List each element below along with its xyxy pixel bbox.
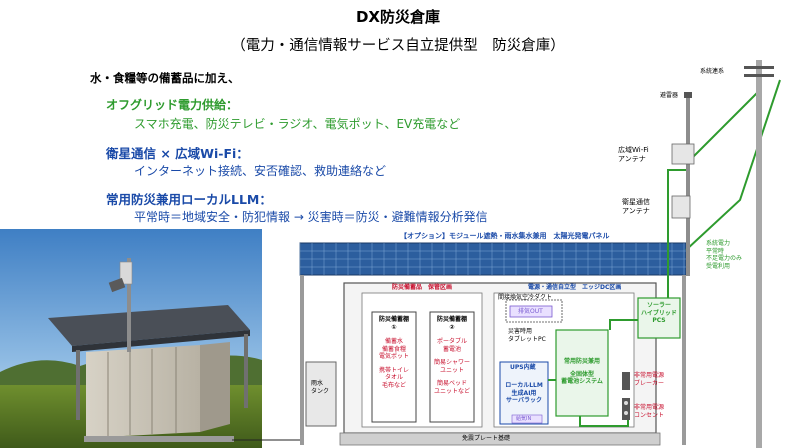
satellite-antenna-label: 衛星通信アンテナ bbox=[622, 198, 650, 215]
feature-heading-satellite: 衛星通信 × 広域Wi-Fi： bbox=[106, 146, 249, 161]
rain-tank bbox=[305, 361, 337, 427]
page-subtitle: （電力・通信情報サービス自立提供型 防災倉庫） bbox=[231, 38, 565, 54]
battery-label: 常用防災兼用 全固体型蓄電池システム bbox=[561, 358, 603, 385]
feature-intro: 水・食糧等の備蓄品に加え、 bbox=[90, 71, 240, 85]
lightning-rod-label: 避雷器 bbox=[660, 92, 679, 99]
server-rack bbox=[499, 361, 549, 425]
intake-label: 給気IN bbox=[516, 416, 532, 422]
rain-tank-label: 雨水タンク bbox=[311, 380, 330, 395]
feature-heading-power: オフグリッド電力供給： bbox=[106, 98, 239, 112]
storage1-items: 備蓄水備蓄食糧 電気ポット 携帯トイレタオル 毛布など bbox=[378, 338, 409, 389]
utility-pole bbox=[756, 60, 762, 448]
storage2-items: ポータブル蓄電池 簡易シャワーユニット 簡易ベッドユニットなど bbox=[433, 338, 470, 395]
ups-label: UPS内蔵 bbox=[510, 364, 536, 371]
feature-detail-power: スマホ充電、防災テレビ・ラジオ、電気ポット、EV充電など bbox=[134, 117, 461, 131]
exhaust-vent bbox=[509, 305, 553, 318]
page-title: DX防災倉庫 bbox=[355, 8, 441, 26]
outlet-label: 非常用電源コンセント bbox=[634, 404, 665, 419]
exhaust-label: 排気OUT bbox=[518, 308, 543, 315]
satellite-antenna bbox=[671, 195, 691, 219]
foundation bbox=[339, 432, 661, 446]
zone-right-label: 電源・通信自立型 エッジDC区画 bbox=[528, 284, 622, 291]
feature-heading-llm: 常用防災兼用ローカルLLM： bbox=[106, 192, 272, 207]
ac-duct-label: 間接換気空冷ダクト bbox=[498, 294, 553, 301]
wifi-antenna bbox=[671, 143, 695, 165]
foundation-label: 免震プレート基礎 bbox=[462, 435, 511, 442]
feature-detail-satellite: インターネット接続、安否確認、救助連絡など bbox=[134, 164, 387, 178]
grid-note: 系統電力平常時 不足電力のみ受電利用 bbox=[706, 240, 743, 270]
battery-system bbox=[555, 329, 609, 417]
feature-detail-llm: 平常時＝地域安全・防犯情報 → 災害時＝防災・避難情報分析発信 bbox=[134, 210, 488, 224]
solar-option-label: 【オプション】モジュール遮熱・雨水集水兼用 太陽光発電パネル bbox=[400, 232, 610, 240]
pcs-unit bbox=[637, 297, 681, 339]
intake-vent bbox=[511, 414, 543, 424]
grid-label: 系統連系 bbox=[700, 68, 725, 75]
zone-left-label: 防災備蓄品 保管区画 bbox=[392, 284, 453, 291]
breaker-label: 非常用電源ブレーカー bbox=[634, 372, 665, 387]
tablet-label: 災害時用タブレットPC bbox=[508, 328, 546, 343]
